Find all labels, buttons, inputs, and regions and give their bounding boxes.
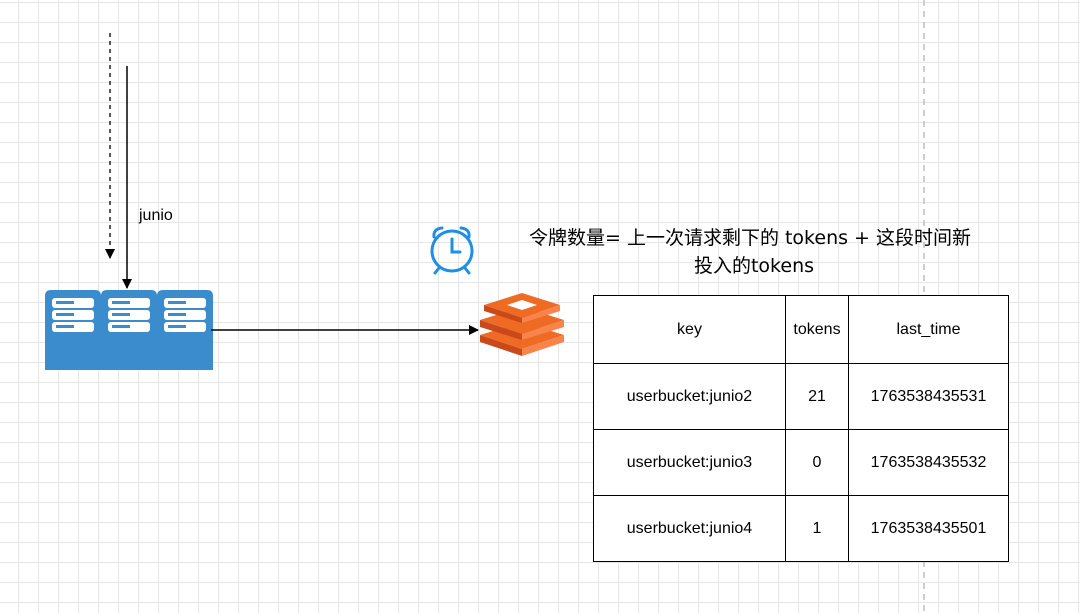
cell-last-time: 1763538435501 [848, 495, 1009, 562]
formula-line-2: 投入的tokens [693, 255, 815, 277]
header-last-time: last_time [848, 295, 1009, 364]
table-row: userbucket:junio3 0 1763538435532 [593, 429, 1009, 496]
cell-key: userbucket:junio3 [593, 429, 786, 496]
cell-last-time: 1763538435532 [848, 429, 1009, 496]
cell-last-time: 1763538435531 [848, 363, 1009, 430]
server-rack-icon [157, 290, 213, 370]
redis-stack-icon [480, 293, 564, 356]
formula-line-1: 令牌数量= 上一次请求剩下的 tokens + 这段时间新 [528, 227, 972, 249]
cell-key: userbucket:junio2 [593, 363, 786, 430]
alarm-clock-icon [430, 226, 474, 275]
server-cluster [45, 290, 213, 370]
header-tokens: tokens [785, 295, 849, 364]
cell-tokens: 1 [785, 495, 849, 562]
token-formula-text: 令牌数量= 上一次请求剩下的 tokens + 这段时间新 投入的tokens [470, 224, 1030, 280]
token-bucket-table: key tokens last_time userbucket:junio2 2… [593, 295, 1009, 562]
server-rack-icon [101, 290, 157, 370]
table-header-row: key tokens last_time [593, 295, 1009, 364]
cell-tokens: 21 [785, 363, 849, 430]
request-user-label: junio [139, 207, 173, 224]
table-row: userbucket:junio4 1 1763538435501 [593, 495, 1009, 562]
table-row: userbucket:junio2 21 1763538435531 [593, 363, 1009, 430]
server-rack-icon [45, 290, 101, 370]
cell-tokens: 0 [785, 429, 849, 496]
header-key: key [593, 295, 786, 364]
cell-key: userbucket:junio4 [593, 495, 786, 562]
